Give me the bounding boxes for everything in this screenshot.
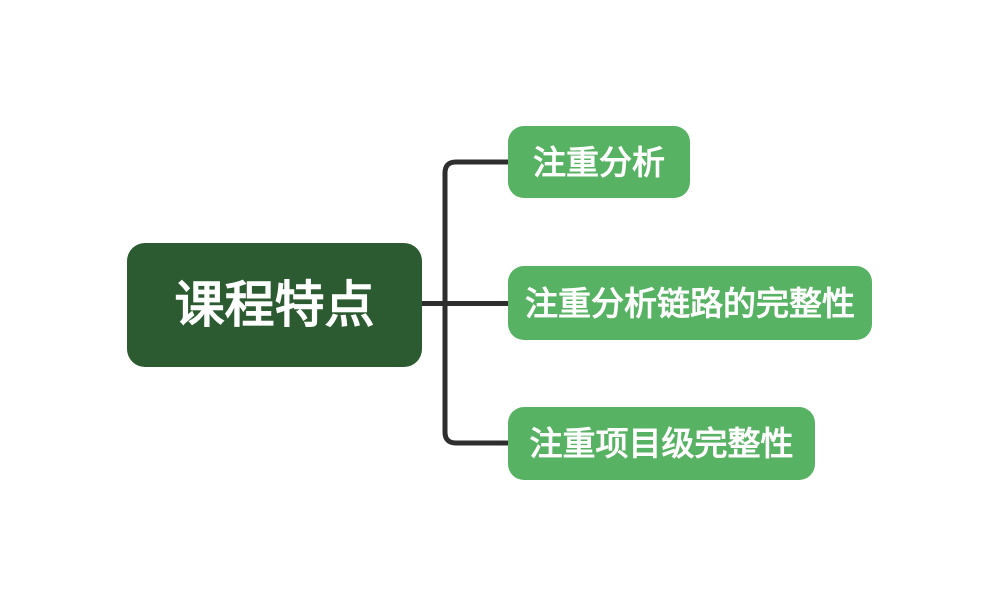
child-node-focus-analysis[interactable]: 注重分析 bbox=[508, 126, 690, 198]
root-node-label: 课程特点 bbox=[174, 277, 375, 333]
child-node-label: 注重项目级完整性 bbox=[529, 425, 794, 462]
connector-trunk bbox=[442, 159, 508, 446]
root-node-course-features[interactable]: 课程特点 bbox=[127, 243, 422, 367]
child-node-label: 注重分析链路的完整性 bbox=[525, 284, 855, 322]
child-node-label: 注重分析 bbox=[533, 143, 665, 181]
child-node-project-level-completeness[interactable]: 注重项目级完整性 bbox=[508, 407, 815, 480]
child-node-analysis-chain-completeness[interactable]: 注重分析链路的完整性 bbox=[508, 266, 872, 340]
